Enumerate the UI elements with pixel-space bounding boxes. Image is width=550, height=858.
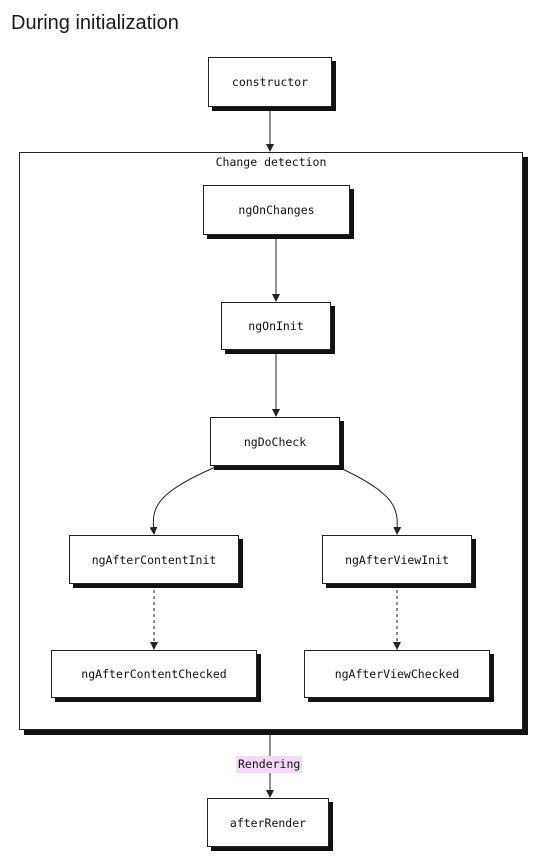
edge-ngdocheck-to-ngafterviewinit [335,465,402,535]
node-ngafterviewchecked: ngAfterViewChecked [304,650,490,698]
node-ngoninit: ngOnInit [221,302,331,350]
node-ngaftercontentchecked: ngAfterContentChecked [51,650,257,698]
cluster-label: Change detection [215,155,327,169]
edge-ngdocheck-to-ngaftercontentinit [149,465,219,535]
node-afterrender: afterRender [207,798,329,847]
node-constructor: constructor [208,57,332,107]
node-ngdocheck: ngDoCheck [210,417,340,466]
node-ngaftercontentinit: ngAfterContentInit [69,535,239,584]
diagram-title: During initialization [11,12,179,34]
edge-label-rendering: Rendering [236,756,303,773]
node-ngafterviewinit: ngAfterViewInit [322,535,472,584]
node-ngonchanges: ngOnChanges [203,185,350,235]
